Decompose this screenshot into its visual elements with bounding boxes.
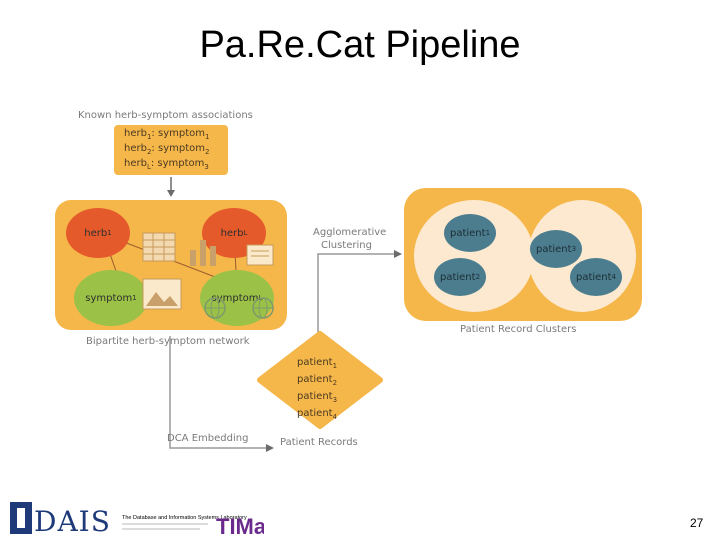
svg-text:The Database and Information S: The Database and Information Systems Lab…	[122, 515, 247, 521]
dais-logo: DAIS The Database and Information System…	[10, 502, 264, 538]
association-line: herb2: symptom2	[124, 143, 210, 156]
patient-records-list: patient1 patient2 patient3 patient4	[297, 356, 337, 424]
svg-text:DAIS: DAIS	[34, 505, 111, 538]
svg-text:TIMan: TIMan	[216, 514, 264, 538]
association-line: herb1: symptom1	[124, 128, 210, 141]
bar-chart-icon	[190, 240, 216, 266]
known-associations-box: herb1: symptom1 herb2: symptom2 herbL: s…	[114, 125, 228, 175]
agglomerative-label-line2: Clustering	[321, 240, 372, 251]
association-line: herbL: symptom3	[124, 158, 209, 171]
bipartite-network-label: Bipartite herb-symptom network	[86, 336, 250, 347]
patient-clusters-label: Patient Record Clusters	[460, 324, 577, 335]
patient-records-diamond	[257, 331, 383, 429]
globe-icon	[252, 297, 274, 319]
table-icon	[142, 232, 176, 262]
image-icon	[142, 278, 182, 310]
patient-record-item: patient1	[297, 357, 338, 370]
dca-embedding-label: DCA Embedding	[167, 433, 249, 444]
slide-title: Pa.Re.Cat Pipeline	[199, 24, 521, 66]
document-icon	[246, 244, 274, 266]
patient-records-label: Patient Records	[280, 437, 358, 448]
page-number: 27	[690, 516, 704, 530]
patient-record-item: patient3	[297, 391, 338, 404]
globe-icon	[204, 297, 226, 319]
known-associations-label: Known herb-symptom associations	[78, 110, 253, 121]
patient-record-item: patient2	[297, 374, 338, 387]
agglomerative-label-line1: Agglomerative	[313, 227, 387, 238]
patient-record-item: patient4	[297, 408, 338, 421]
